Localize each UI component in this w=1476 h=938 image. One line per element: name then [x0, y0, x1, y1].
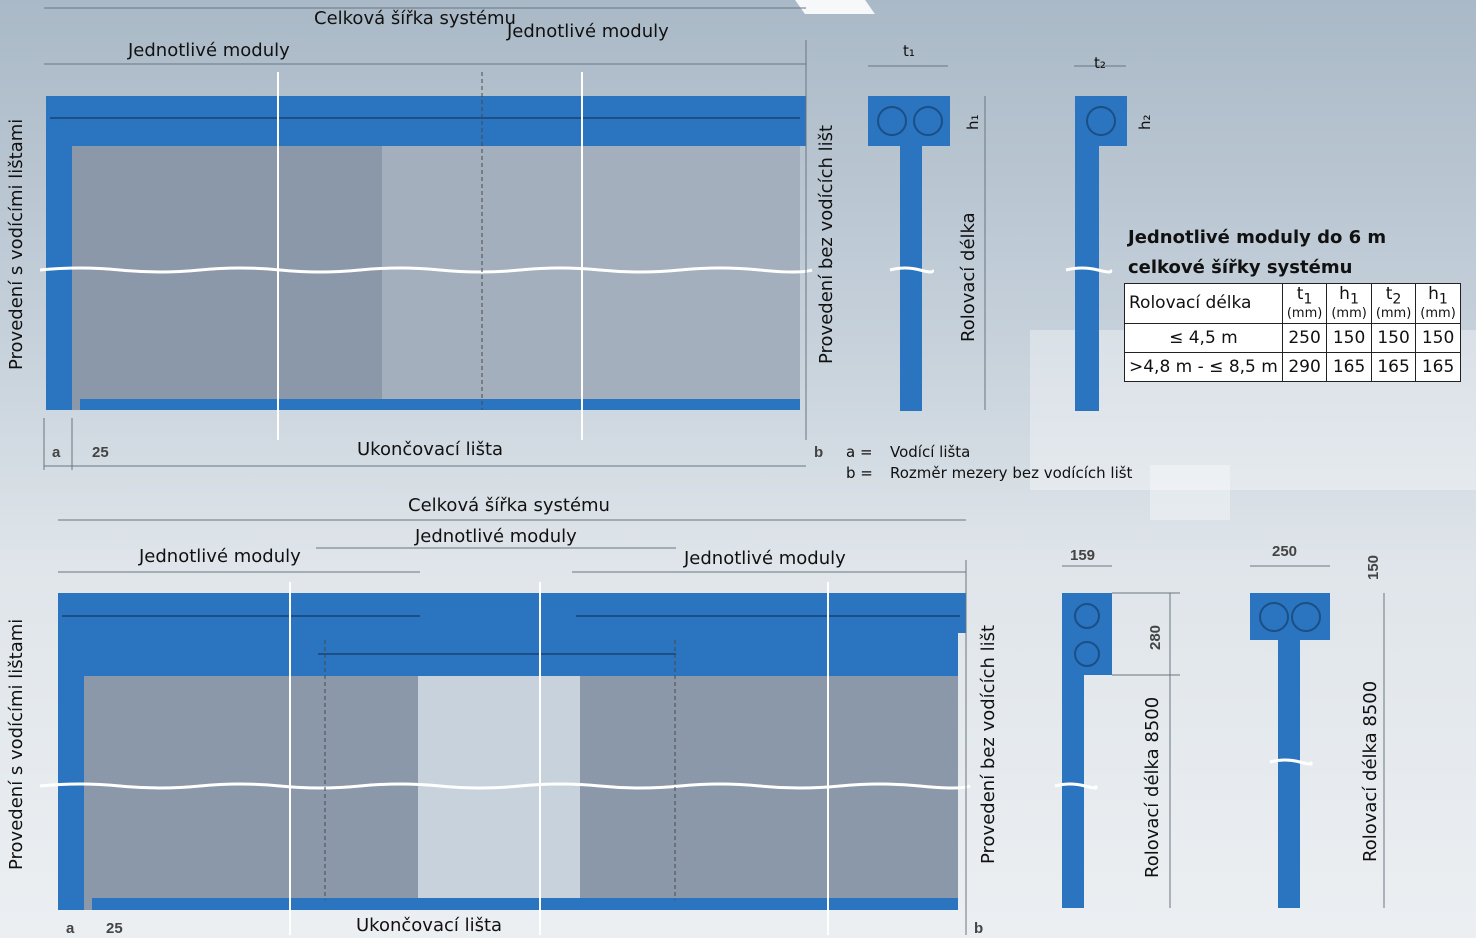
- legend-b: b =Rozměr mezery bez vodících lišt: [846, 464, 1133, 482]
- t1-label: t₁: [903, 42, 915, 60]
- table-cell: 150: [1370, 322, 1417, 353]
- top-bottom-rail-label: Ukončovací lišta: [357, 439, 504, 460]
- h2-label: h₂: [1136, 114, 1154, 130]
- table-cell: ≤ 4,5 m: [1124, 322, 1283, 353]
- bottom-system-drawing: [39, 519, 971, 935]
- bottom-modules-right-label: Jednotlivé moduly: [684, 548, 846, 569]
- table-cell: 165: [1326, 351, 1372, 382]
- profile-t1-h1: [868, 65, 986, 411]
- spec-table: Rolovací délka t1(mm) h1(mm) t2(mm) h1(m…: [1124, 283, 1461, 382]
- table-cell: 150: [1326, 322, 1372, 353]
- bottom-modules-center-label: Jednotlivé moduly: [415, 526, 577, 547]
- bottom-left-side-label: Provedení s vodícími lištami: [6, 618, 27, 870]
- bottom-right-side-label: Provedení bez vodících lišt: [978, 624, 999, 864]
- bottom-a-label: a: [66, 920, 75, 937]
- table-title: Jednotlivé moduly do 6 m celkové šířky s…: [1128, 223, 1386, 283]
- roll-length-8500-b: Rolovací délka 8500: [1360, 680, 1381, 862]
- header-t2: t2(mm): [1370, 283, 1417, 324]
- header-h1: h1(mm): [1326, 283, 1372, 324]
- h1-label: h₁: [964, 114, 982, 130]
- table-title-line1: Jednotlivé moduly do 6 m: [1128, 227, 1387, 248]
- table-cell: 165: [1370, 351, 1417, 382]
- t2-label: t₂: [1094, 54, 1106, 72]
- top-b-label: b: [814, 444, 824, 461]
- table-cell: 290: [1281, 351, 1328, 382]
- header-roll-length: Rolovací délka: [1124, 283, 1283, 324]
- roll-length-8500-a: Rolovací délka 8500: [1142, 696, 1163, 878]
- profile-159-280: [1054, 565, 1180, 908]
- legend: a =Vodící lišta b =Rozměr mezery bez vod…: [846, 442, 1132, 484]
- top-roll-length-label: Rolovací délka: [958, 212, 979, 342]
- table-cell: 250: [1281, 322, 1328, 353]
- table-cell: 150: [1415, 322, 1461, 353]
- header-t1: t1(mm): [1281, 283, 1328, 324]
- dim-159-label: 159: [1070, 547, 1096, 564]
- dim-250-label: 250: [1272, 543, 1298, 560]
- header-h1-b: h1(mm): [1415, 283, 1461, 324]
- bottom-25-label: 25: [106, 920, 123, 937]
- top-modules-right-label: Jednotlivé moduly: [507, 21, 669, 42]
- top-modules-left-label: Jednotlivé moduly: [128, 40, 290, 61]
- top-a-label: a: [52, 444, 61, 461]
- bottom-b-label: b: [974, 920, 984, 937]
- top-25-label: 25: [92, 444, 109, 461]
- table-header-row: Rolovací délka t1(mm) h1(mm) t2(mm) h1(m…: [1124, 283, 1461, 324]
- top-total-width-label: Celková šířka systému: [314, 8, 516, 29]
- bottom-bottom-rail-label: Ukončovací lišta: [356, 915, 503, 936]
- background-window-2: [1150, 465, 1230, 520]
- table-row: >4,8 m - ≤ 8,5 m 290 165 165 165: [1124, 351, 1461, 382]
- table-row: ≤ 4,5 m 250 150 150 150: [1124, 322, 1461, 353]
- top-left-side-label: Provedení s vodícími lištami: [6, 118, 27, 370]
- profile-250-150: [1250, 565, 1385, 908]
- legend-a: a =Vodící lišta: [846, 443, 971, 461]
- dim-280-label: 280: [1147, 624, 1164, 650]
- bottom-modules-left-label: Jednotlivé moduly: [139, 546, 301, 567]
- top-system-drawing: [39, 7, 813, 470]
- profile-t2-h2: [1065, 65, 1127, 411]
- top-right-side-label: Provedení bez vodících lišt: [816, 124, 837, 364]
- dim-150-label: 150: [1365, 554, 1382, 580]
- table-title-line2: celkové šířky systému: [1128, 257, 1353, 278]
- bottom-total-width-label: Celková šířka systému: [408, 495, 610, 516]
- table-cell: >4,8 m - ≤ 8,5 m: [1124, 351, 1283, 382]
- table-cell: 165: [1415, 351, 1461, 382]
